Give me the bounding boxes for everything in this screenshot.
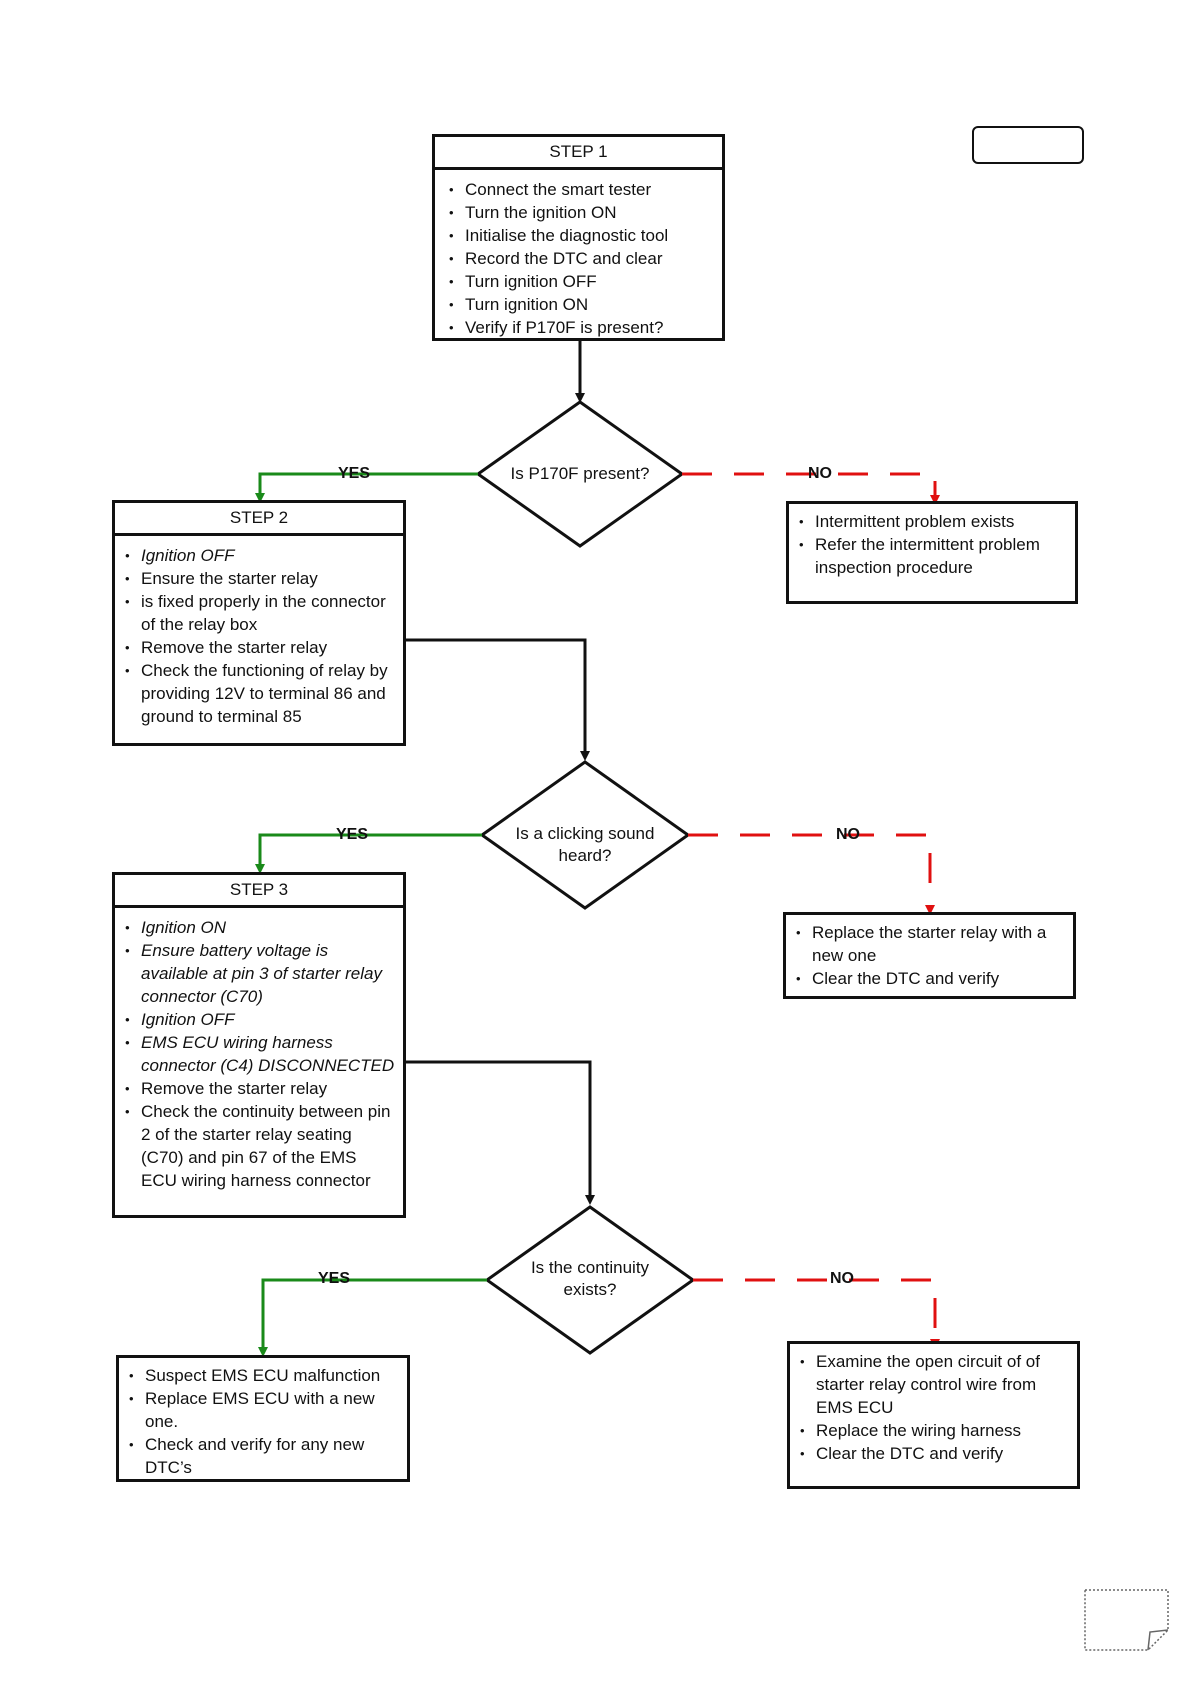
suspect-ecu-item: Check and verify for any new DTC’s <box>129 1433 399 1479</box>
decision3-diamond <box>484 1205 696 1355</box>
step3-item: Check the continuity between pin 2 of th… <box>125 1100 395 1192</box>
decision1-diamond <box>475 400 685 548</box>
decision3-no-label: NO <box>830 1270 854 1287</box>
decision1-yes-line <box>255 472 478 503</box>
decision1-label: Is P170F present? <box>510 464 650 483</box>
step1-item: Initialise the diagnostic tool <box>449 224 714 247</box>
examine-circuit-item: Replace the wiring harness <box>800 1419 1069 1442</box>
decision2-diamond <box>479 760 691 910</box>
suspect-ecu-list: Suspect EMS ECU malfunction Replace EMS … <box>119 1358 407 1485</box>
decision3-yes-line <box>258 1278 487 1357</box>
suspect-ecu-item: Suspect EMS ECU malfunction <box>129 1364 399 1387</box>
intermittent-list: Intermittent problem exists Refer the in… <box>789 504 1075 585</box>
step3-item: Ignition ON <box>125 916 395 939</box>
suspect-ecu-item: Replace EMS ECU with a new one. <box>129 1387 399 1433</box>
decision1-no-line <box>682 472 940 505</box>
decision2-yes-line <box>255 833 482 874</box>
intermittent-item: Refer the intermittent problem inspectio… <box>799 533 1067 579</box>
step1-item: Turn ignition OFF <box>449 270 714 293</box>
step1-list: Connect the smart tester Turn the igniti… <box>435 170 722 345</box>
step1-item: Turn the ignition ON <box>449 201 714 224</box>
decision2-no-line <box>688 833 935 915</box>
step3-item: EMS ECU wiring harness connector (C4) DI… <box>125 1031 395 1077</box>
connector-step2-to-decision2 <box>405 638 590 761</box>
decision3-label: Is the continuity exists? <box>530 1258 650 1299</box>
step1-item: Verify if P170F is present? <box>449 316 714 339</box>
step2-item: Ensure the starter relay <box>125 567 395 590</box>
decision2-yes-label: YES <box>336 826 369 843</box>
examine-circuit-list: Examine the open circuit of of starter r… <box>790 1344 1077 1471</box>
step1-item: Connect the smart tester <box>449 178 714 201</box>
page-curl-icon <box>1084 1589 1169 1651</box>
step3-list: Ignition ON Ensure battery voltage is av… <box>115 908 403 1198</box>
step2-item: Ignition OFF <box>125 544 395 567</box>
step3-title: STEP 3 <box>115 875 403 908</box>
step1-title: STEP 1 <box>435 137 722 170</box>
step2-title: STEP 2 <box>115 503 403 536</box>
connector-step3-to-decision3 <box>405 1060 595 1205</box>
decision3-no-line <box>693 1278 940 1349</box>
step2-item: is fixed properly in the connector of th… <box>125 590 395 636</box>
step3-item: Remove the starter relay <box>125 1077 395 1100</box>
examine-circuit-item: Examine the open circuit of of starter r… <box>800 1350 1069 1419</box>
decision1-no-label: NO <box>808 465 832 482</box>
intermittent-outcome-box: Intermittent problem exists Refer the in… <box>786 501 1078 604</box>
suspect-ecu-outcome-box: Suspect EMS ECU malfunction Replace EMS … <box>116 1355 410 1482</box>
decision1-yes-label: YES <box>338 465 371 482</box>
step2-list: Ignition OFF Ensure the starter relay is… <box>115 536 403 734</box>
step2-item: Remove the starter relay <box>125 636 395 659</box>
examine-circuit-item: Clear the DTC and verify <box>800 1442 1069 1465</box>
replace-relay-item: Clear the DTC and verify <box>796 967 1065 990</box>
blank-label-box <box>972 126 1084 164</box>
examine-circuit-outcome-box: Examine the open circuit of of starter r… <box>787 1341 1080 1489</box>
step1-item: Record the DTC and clear <box>449 247 714 270</box>
step1-item: Turn ignition ON <box>449 293 714 316</box>
step2-item: Check the functioning of relay by provid… <box>125 659 395 728</box>
step2-box: STEP 2 Ignition OFF Ensure the starter r… <box>112 500 406 746</box>
decision2-no-label: NO <box>836 826 860 843</box>
step3-item: Ignition OFF <box>125 1008 395 1031</box>
replace-relay-item: Replace the starter relay with a new one <box>796 921 1065 967</box>
decision2-label: Is a clicking sound heard? <box>515 824 655 865</box>
replace-relay-outcome-box: Replace the starter relay with a new one… <box>783 912 1076 999</box>
step1-box: STEP 1 Connect the smart tester Turn the… <box>432 134 725 341</box>
replace-relay-list: Replace the starter relay with a new one… <box>786 915 1073 996</box>
step3-item: Ensure battery voltage is available at p… <box>125 939 395 1008</box>
intermittent-item: Intermittent problem exists <box>799 510 1067 533</box>
step3-box: STEP 3 Ignition ON Ensure battery voltag… <box>112 872 406 1218</box>
decision3-yes-label: YES <box>318 1270 351 1287</box>
